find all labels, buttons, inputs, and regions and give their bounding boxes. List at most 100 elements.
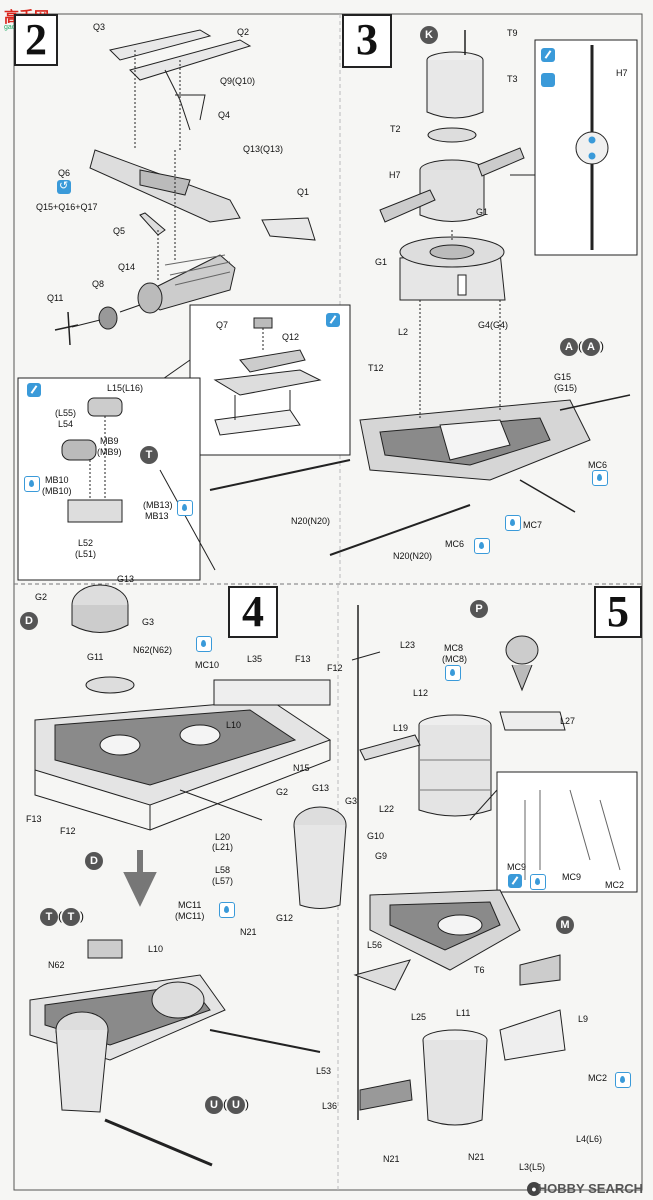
part-label: L20 xyxy=(215,832,231,842)
part-label: L53 xyxy=(316,1066,332,1076)
tower-l12 xyxy=(418,714,492,817)
part-label: L4(L6) xyxy=(576,1134,603,1144)
circle-marker-t-pair: T(T) xyxy=(40,908,84,926)
part-label: MC2 xyxy=(588,1073,608,1083)
part-label: Q6 xyxy=(58,168,71,178)
step-number-2: 2 xyxy=(14,14,58,66)
variant-icon xyxy=(541,73,555,87)
turret-top-t3 xyxy=(426,30,484,119)
part-label: (L51) xyxy=(75,549,97,559)
part-label: G3 xyxy=(142,617,155,627)
part-label: L23 xyxy=(400,640,416,650)
glue-drop-icon xyxy=(445,665,461,681)
circle-marker-t1: T xyxy=(40,908,58,926)
part-label: F13 xyxy=(295,654,311,664)
part-label: (L57) xyxy=(212,876,234,886)
part-label: G2 xyxy=(276,787,289,797)
part-label: G10 xyxy=(367,831,385,841)
part-label: L19 xyxy=(393,723,409,733)
part-label: L10 xyxy=(148,944,164,954)
part-label: Q8 xyxy=(92,279,105,289)
hobby-search-logo-icon: ● xyxy=(527,1182,541,1196)
part-label: (G15) xyxy=(554,383,578,393)
part-label: Q5 xyxy=(113,226,126,236)
step-number-3: 3 xyxy=(342,14,392,68)
part-label: T2 xyxy=(390,124,401,134)
part-label: MB9 xyxy=(100,436,119,446)
part-label: L22 xyxy=(379,804,395,814)
tailplane-q1 xyxy=(261,217,316,241)
bridge-l10 xyxy=(34,699,332,831)
part-label: L9 xyxy=(578,1014,589,1024)
step-number-5: 5 xyxy=(594,586,642,638)
part-label: L27 xyxy=(560,716,576,726)
glue-drop-icon xyxy=(24,476,40,492)
part-label: H7 xyxy=(616,68,628,78)
glue-drop-icon xyxy=(196,636,212,652)
part-label: F12 xyxy=(327,663,343,673)
part-label: MC2 xyxy=(605,880,625,890)
part-label: L36 xyxy=(322,1101,338,1111)
part-label: Q9(Q10) xyxy=(220,76,256,86)
part-label: T6 xyxy=(474,965,485,975)
part-label: Q15+Q16+Q17 xyxy=(36,202,98,212)
part-label: MC11 xyxy=(178,900,202,910)
part-label: Q1 xyxy=(297,187,310,197)
part-label: MC7 xyxy=(523,520,543,530)
part-label: G2 xyxy=(35,592,48,602)
part-label: MC8 xyxy=(444,643,464,653)
platform-t6 xyxy=(369,889,521,971)
part-label: G3 xyxy=(345,796,358,806)
circle-marker-t2: T xyxy=(62,908,80,926)
part-label: L2 xyxy=(398,327,409,337)
part-label: N21 xyxy=(468,1152,485,1162)
part-label: L12 xyxy=(413,688,429,698)
fuselage-q14 xyxy=(137,254,236,314)
part-label: L54 xyxy=(58,419,74,429)
deck-t12 xyxy=(359,394,631,481)
tower-l11 xyxy=(422,1029,488,1126)
part-label: Q11 xyxy=(47,293,64,303)
part-label: (L55) xyxy=(55,408,77,418)
part-label: T12 xyxy=(368,363,384,373)
glue-drop-icon xyxy=(219,902,235,918)
part-label: G4(G4) xyxy=(478,320,509,330)
part-label: MC10 xyxy=(195,660,220,670)
part-label: L3(L5) xyxy=(519,1162,546,1172)
part-label: G1 xyxy=(375,257,388,267)
part-label: (MB10) xyxy=(42,486,72,496)
part-label: MB10 xyxy=(45,475,69,485)
part-label: MC9 xyxy=(562,872,582,882)
part-label: L52 xyxy=(78,538,94,548)
circle-marker-d-top: D xyxy=(20,612,38,630)
part-label: Q3 xyxy=(93,22,106,32)
paint-brush-icon xyxy=(326,313,340,327)
part-label: G12 xyxy=(276,913,294,923)
part-label: G1 xyxy=(476,207,489,217)
part-label: G15 xyxy=(554,372,572,382)
inset-mc9-box xyxy=(469,771,638,893)
part-label: H7 xyxy=(389,170,401,180)
part-label: T9 xyxy=(507,28,518,38)
part-label: MC6 xyxy=(445,539,465,549)
circle-marker-p: P xyxy=(470,600,488,618)
part-label: F13 xyxy=(26,814,42,824)
assembled-l10 xyxy=(29,939,321,1167)
watermark: HOBBY SEARCH xyxy=(537,1181,643,1196)
circle-marker-u1: U xyxy=(205,1096,223,1114)
part-label: N21 xyxy=(240,927,257,937)
part-label: MC6 xyxy=(588,460,608,470)
part-label: L15(L16) xyxy=(107,383,144,393)
circle-marker-u2: U xyxy=(227,1096,245,1114)
part-label: (L21) xyxy=(212,842,234,852)
rotate-icon xyxy=(57,179,71,194)
part-label: L25 xyxy=(411,1012,427,1022)
base-l2 xyxy=(399,236,506,301)
turret-g13-top xyxy=(71,584,129,633)
page-frame xyxy=(13,13,643,1191)
part-label: T3 xyxy=(507,74,518,84)
part-label: Q7 xyxy=(216,320,229,330)
part-label: MC9 xyxy=(507,862,527,872)
